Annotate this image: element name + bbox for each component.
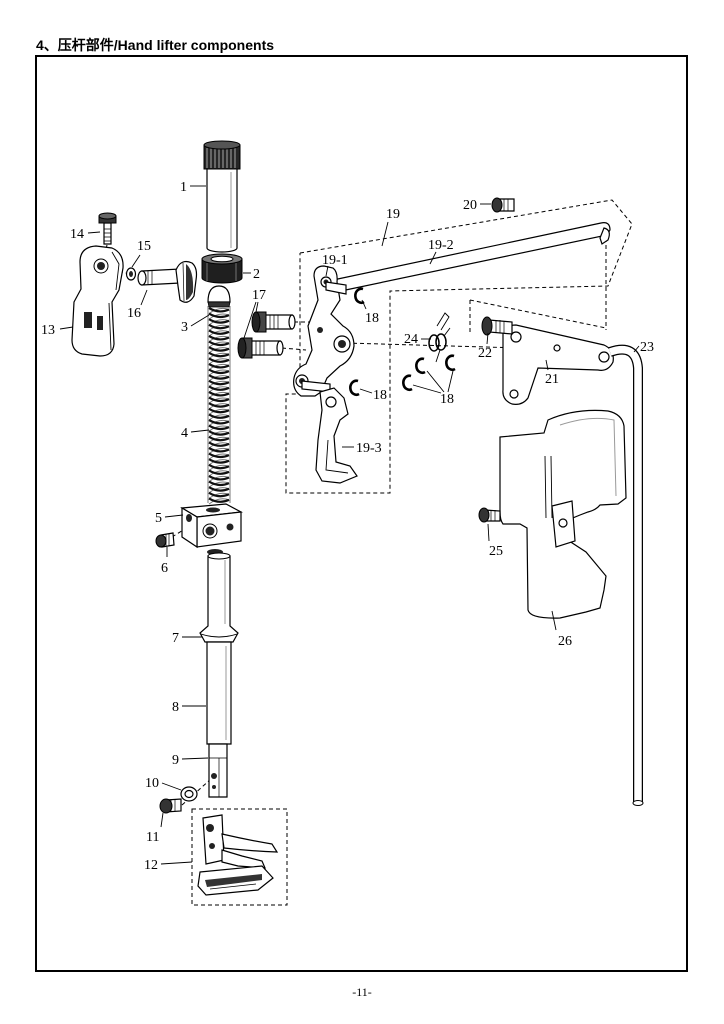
leader-17 (243, 301, 259, 339)
callout-9: 9 (172, 753, 179, 768)
callout-24: 24 (404, 332, 418, 347)
callout-18a: 18 (365, 311, 379, 326)
part-25-drawing (478, 507, 501, 523)
part-21-guide (469, 238, 607, 332)
callout-13: 13 (41, 323, 55, 338)
leader-19-2 (429, 251, 437, 265)
part-22-drawing (481, 316, 513, 336)
callout-6: 6 (161, 561, 168, 576)
callout-18c: 18 (440, 392, 454, 407)
part-19-assembly-outline (285, 199, 633, 494)
leader-12 (160, 861, 193, 865)
part-18-drawing (349, 287, 456, 396)
part-8-drawing (206, 641, 232, 745)
part-20-drawing (491, 197, 515, 213)
part-7-drawing (199, 552, 239, 643)
leader-16 (140, 289, 148, 306)
part-26-drawing (499, 409, 627, 619)
callout-11: 11 (146, 830, 159, 845)
spring-back-coils (207, 306, 231, 505)
callout-18b: 18 (373, 388, 387, 403)
leader-23 (633, 345, 640, 353)
part-4-drawing (207, 306, 231, 505)
part-19-1-drawing (293, 265, 355, 397)
part-12-drawing (191, 808, 288, 906)
leader-19-1 (325, 265, 329, 277)
callout-19-1: 19-1 (322, 253, 348, 268)
leader-26 (551, 610, 557, 631)
callout-21: 21 (545, 372, 559, 387)
callout-5: 5 (155, 511, 162, 526)
callout-10: 10 (145, 776, 159, 791)
part-9-drawing (208, 743, 228, 798)
part-3-drawing (207, 285, 231, 308)
part-16-drawing (137, 260, 198, 303)
callout-4: 4 (181, 426, 188, 441)
leader-22 (486, 332, 489, 345)
part-2-drawing (201, 253, 243, 284)
leader-25 (487, 523, 490, 542)
callout-14: 14 (70, 227, 84, 242)
callout-1: 1 (180, 180, 187, 195)
leader-4 (190, 429, 210, 433)
part-10-drawing (180, 786, 198, 802)
callout-20: 20 (463, 198, 477, 213)
callout-2: 2 (253, 267, 260, 282)
leader-11 (160, 812, 164, 828)
leader-9 (181, 757, 209, 760)
callout-7: 7 (172, 631, 179, 646)
callout-26: 26 (558, 634, 572, 649)
leader-21 (545, 359, 549, 371)
part-15-drawing (125, 267, 137, 281)
callout-17: 17 (252, 288, 266, 303)
part-19-2-drawing (332, 222, 611, 293)
leader-3 (190, 314, 210, 327)
part-19-3-drawing (315, 387, 358, 484)
leader-10 (161, 782, 182, 791)
part-5-drawing (180, 503, 243, 555)
leader-19 (381, 221, 389, 247)
part-6-drawing (155, 532, 175, 548)
part-1-drawing (203, 140, 241, 253)
callout-15: 15 (137, 239, 151, 254)
leader-18c (412, 370, 454, 394)
leader-18a (361, 299, 367, 310)
callout-19-2: 19-2 (428, 238, 454, 253)
diagram-frame (35, 55, 688, 972)
callout-19-3: 19-3 (356, 441, 382, 456)
spring-front-coils (208, 307, 230, 503)
callout-16: 16 (127, 306, 141, 321)
leader-18b (359, 388, 373, 394)
callout-3: 3 (181, 320, 188, 335)
callout-12: 12 (144, 858, 158, 873)
leader-5 (164, 514, 184, 518)
callout-25: 25 (489, 544, 503, 559)
part-17-drawing (237, 311, 296, 359)
part-24-drawing (428, 312, 451, 363)
page-title: 4、压杆部件/Hand lifter components (36, 37, 275, 53)
leader-lines (59, 185, 640, 865)
callout-19: 19 (386, 207, 400, 222)
leader-14 (87, 231, 101, 234)
callout-labels: 1 2 3 4 5 6 7 8 9 10 11 12 13 14 15 16 1… (41, 180, 654, 873)
callout-8: 8 (172, 700, 179, 715)
part-23-drawing (608, 344, 644, 806)
part-14-drawing (98, 212, 117, 245)
callout-23: 23 (640, 340, 654, 355)
leader-13 (59, 326, 74, 330)
part-11-drawing (159, 798, 182, 814)
part-21-drawing (502, 324, 614, 405)
page-number: -11- (352, 985, 372, 999)
callout-22: 22 (478, 346, 492, 361)
part-13-drawing (71, 245, 124, 357)
leader-15 (131, 254, 141, 268)
